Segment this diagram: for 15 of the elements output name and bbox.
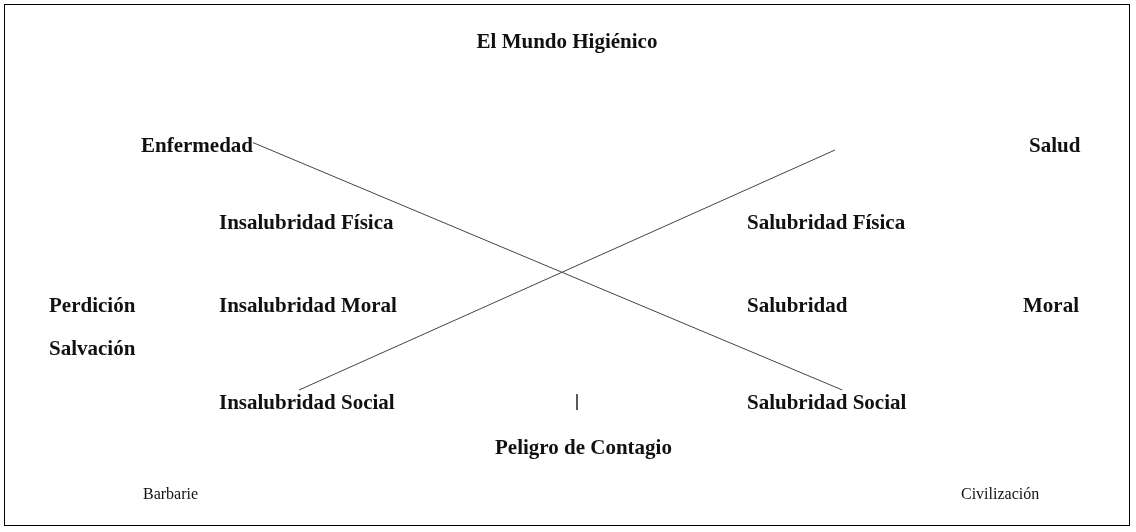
concept-label: Salubridad Social bbox=[747, 390, 907, 414]
concept-label: Salubridad bbox=[747, 293, 848, 317]
concept-label: Peligro de Contagio bbox=[495, 435, 672, 459]
pole-label: Civilización bbox=[961, 484, 1040, 504]
concept-label: Salud bbox=[1029, 133, 1081, 157]
concept-label: Insalubridad Moral bbox=[219, 293, 397, 317]
concept-label: Moral bbox=[1023, 293, 1079, 317]
concept-label: Perdición bbox=[49, 293, 136, 317]
diagram-title: El Mundo Higiénico bbox=[476, 29, 658, 53]
concept-label: Salvación bbox=[49, 336, 136, 360]
concept-label: Insalubridad Social bbox=[219, 390, 395, 414]
pole-label: Barbarie bbox=[143, 484, 199, 504]
concept-label: Insalubridad Física bbox=[219, 210, 394, 234]
concept-label: Salubridad Física bbox=[747, 210, 906, 234]
concept-label: Enfermedad bbox=[141, 133, 253, 157]
